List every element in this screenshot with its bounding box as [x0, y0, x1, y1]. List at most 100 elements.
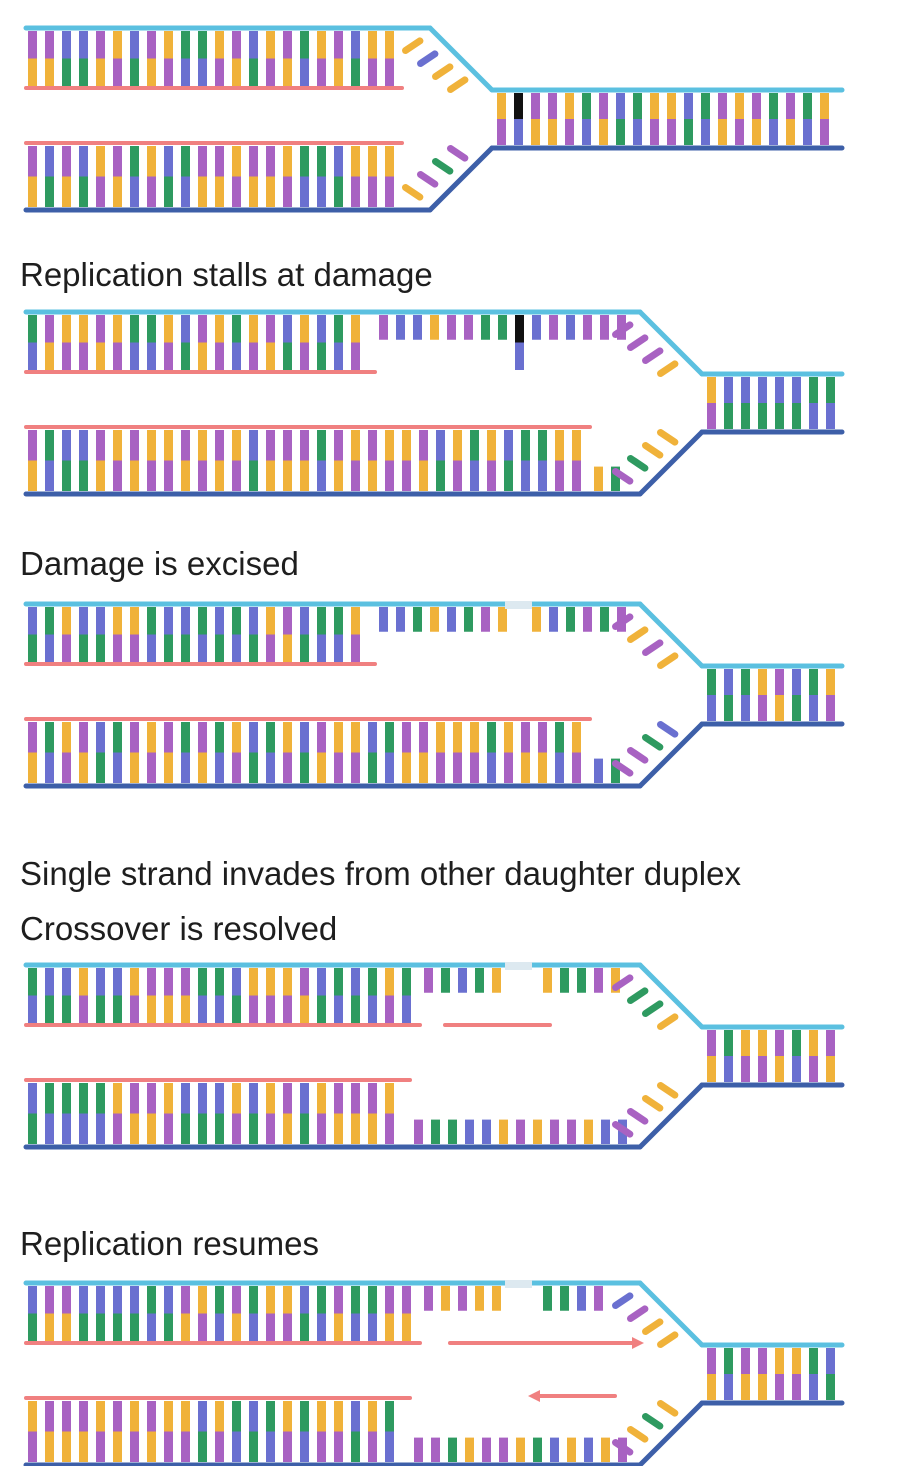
base-pair-bottom: [164, 176, 173, 207]
base-pair-bottom: [249, 1113, 258, 1144]
base-pair-top: [283, 315, 292, 343]
base-pair-bottom: [283, 634, 292, 662]
base-pair-bottom: [130, 176, 139, 207]
base-pair-top: [249, 146, 258, 177]
unpaired-base: [430, 607, 439, 632]
base-pair-top: [164, 1083, 173, 1114]
base-pair-bottom: [515, 342, 524, 370]
base-pair-bottom: [402, 995, 411, 1023]
unpaired-base: [482, 1119, 491, 1144]
base-pair-top: [283, 1401, 292, 1432]
base-pair-top: [572, 430, 581, 461]
base-pair-top: [826, 377, 835, 403]
base-pair-top: [758, 1030, 767, 1056]
unpaired-base: [577, 1286, 586, 1311]
base-pair-top: [266, 1083, 275, 1114]
base-pair-top: [45, 31, 54, 59]
base-pair-top: [62, 1401, 71, 1432]
fork-base: [657, 721, 679, 738]
base-pair-top: [181, 146, 190, 177]
base-pair-bottom: [555, 752, 564, 783]
base-pair-top: [565, 93, 574, 119]
base-pair-top: [368, 1083, 377, 1114]
base-pair-bottom: [45, 1431, 54, 1462]
base-pair-bottom: [96, 1431, 105, 1462]
base-pair-top: [758, 669, 767, 695]
damage-base: [514, 93, 523, 119]
base-pair-bottom: [453, 752, 462, 783]
base-pair-bottom: [28, 995, 37, 1023]
fork-base: [612, 468, 634, 485]
fork-base: [627, 455, 649, 472]
base-pair-top: [164, 31, 173, 59]
base-pair-top: [249, 1083, 258, 1114]
base-pair-top: [385, 1083, 394, 1114]
unpaired-base: [532, 315, 541, 340]
base-pair-top: [45, 722, 54, 753]
base-pair-top: [334, 1401, 343, 1432]
unpaired-base: [448, 1437, 457, 1462]
base-pair-bottom: [385, 752, 394, 783]
fork-base: [612, 1292, 634, 1309]
base-pair-bottom: [79, 634, 88, 662]
base-pair-top: [351, 968, 360, 996]
base-pair-bottom: [385, 1113, 394, 1144]
unpaired-base: [550, 1437, 559, 1462]
base-pair-bottom: [820, 119, 829, 145]
base-pair-top: [130, 1401, 139, 1432]
base-pair-bottom: [113, 342, 122, 370]
base-pair-top: [538, 430, 547, 461]
base-pair-bottom: [147, 58, 156, 86]
base-pair-top: [215, 1083, 224, 1114]
fork-base: [402, 184, 424, 201]
base-pair-bottom: [45, 1113, 54, 1144]
base-pair-bottom: [232, 1113, 241, 1144]
base-pair-top: [181, 1401, 190, 1432]
base-pair-top: [317, 430, 326, 461]
base-pair-top: [616, 93, 625, 119]
base-pair-bottom: [283, 460, 292, 491]
base-pair-bottom: [130, 752, 139, 783]
base-pair-bottom: [300, 995, 309, 1023]
base-pair-top: [266, 430, 275, 461]
base-pair-top: [130, 1286, 139, 1314]
unpaired-base: [499, 1437, 508, 1462]
base-pair-top: [368, 146, 377, 177]
base-pair-top: [130, 607, 139, 635]
base-pair-top: [96, 315, 105, 343]
base-pair-top: [684, 93, 693, 119]
base-pair-bottom: [317, 176, 326, 207]
base-pair-top: [300, 1083, 309, 1114]
base-pair-top: [79, 607, 88, 635]
base-pair-top: [198, 607, 207, 635]
base-pair-top: [28, 722, 37, 753]
base-pair-bottom: [266, 995, 275, 1023]
base-pair-bottom: [548, 119, 557, 145]
base-pair-top: [283, 722, 292, 753]
base-pair-bottom: [28, 342, 37, 370]
base-pair-bottom: [351, 342, 360, 370]
base-pair-bottom: [283, 1313, 292, 1341]
unpaired-base: [475, 1286, 484, 1311]
base-pair-top: [181, 430, 190, 461]
base-pair-bottom: [164, 1313, 173, 1341]
parental-strand-top: [637, 962, 705, 1030]
base-pair-top: [113, 31, 122, 59]
base-pair-top: [300, 1286, 309, 1314]
base-pair-bottom: [45, 460, 54, 491]
base-pair-bottom: [130, 58, 139, 86]
base-pair-top: [351, 430, 360, 461]
base-pair-bottom: [249, 460, 258, 491]
base-pair-bottom: [79, 58, 88, 86]
base-pair-top: [164, 1401, 173, 1432]
base-pair-top: [113, 1083, 122, 1114]
base-pair-bottom: [113, 460, 122, 491]
base-pair-bottom: [582, 119, 591, 145]
base-pair-top: [232, 430, 241, 461]
unpaired-base: [465, 1437, 474, 1462]
unpaired-base: [431, 1119, 440, 1144]
base-pair-top: [741, 1348, 750, 1374]
fork-base: [612, 760, 634, 777]
base-pair-top: [283, 146, 292, 177]
